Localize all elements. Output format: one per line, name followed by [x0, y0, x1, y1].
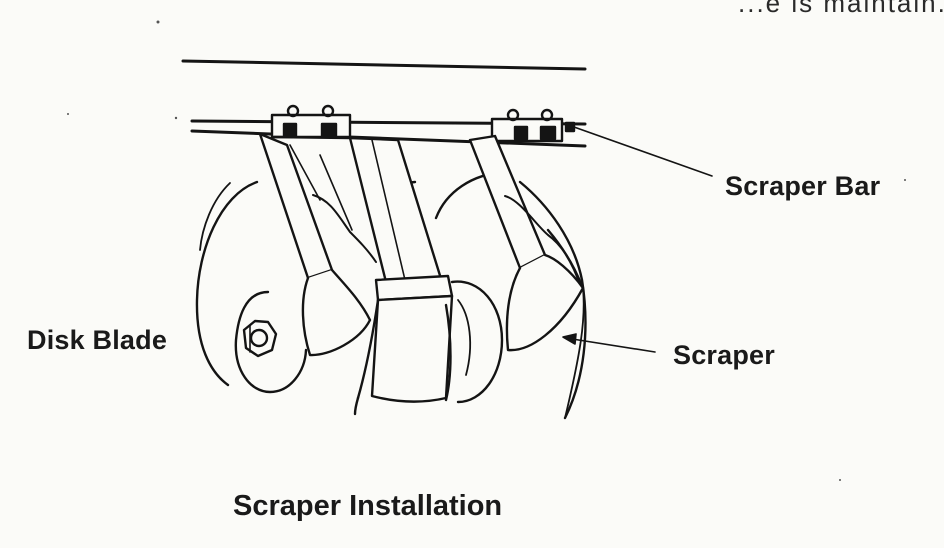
leader-scraper-arrowhead: [562, 333, 577, 345]
frame-line: [181, 59, 587, 71]
right-clamp: [490, 108, 576, 143]
cutoff-header-text: ...e is maintain...: [738, 0, 944, 18]
scraper-right: [468, 134, 585, 419]
figure-caption: Scraper Installation: [233, 490, 503, 522]
disk-blade-left: [195, 180, 308, 394]
label-scraper: Scraper: [673, 340, 775, 370]
scraper-left: [258, 132, 377, 357]
hub-nut: [242, 319, 278, 358]
label-disk-blade: Disk Blade: [27, 325, 168, 355]
small-disk: [450, 280, 504, 404]
scan-specks: [67, 20, 906, 481]
scraper-center-plate: [353, 274, 454, 416]
left-clamp: [270, 104, 352, 140]
leader-scraper-bar: [573, 126, 713, 177]
leader-lines: [562, 126, 713, 353]
label-scraper-bar: Scraper Bar: [725, 171, 881, 201]
center-shank: [348, 136, 444, 284]
leader-scraper: [565, 337, 656, 353]
